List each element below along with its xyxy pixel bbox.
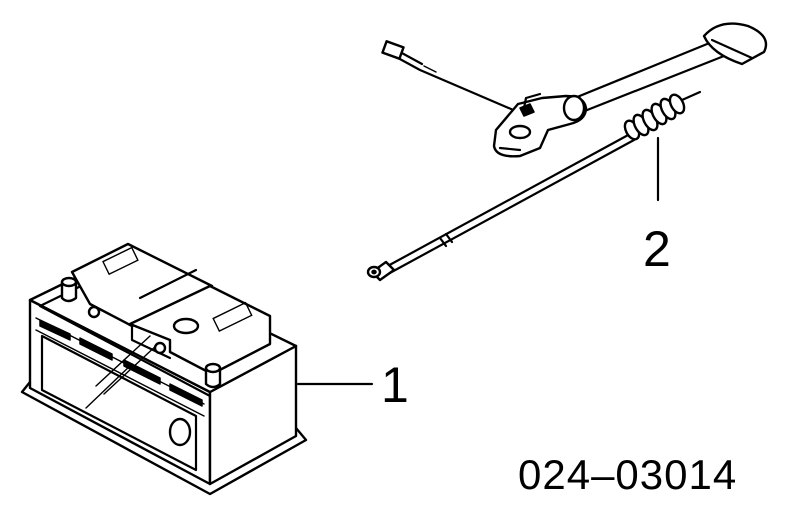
- battery-terminal-negative: [60, 276, 78, 303]
- cable-loop-end: [702, 22, 768, 66]
- sensor-plug: [381, 40, 405, 60]
- cable-spring-sleeve: [623, 93, 686, 141]
- diagram-reference-code: 024–03014: [518, 451, 738, 498]
- callout-number-1: 1: [381, 357, 409, 413]
- battery-label-panel: [40, 334, 198, 472]
- battery-illustration: [20, 242, 308, 496]
- callout-number-2: 2: [643, 221, 671, 277]
- battery-terminal-positive: [204, 362, 222, 389]
- battery-indicator-eye: [168, 417, 192, 447]
- battery-cable-illustration: [366, 22, 768, 282]
